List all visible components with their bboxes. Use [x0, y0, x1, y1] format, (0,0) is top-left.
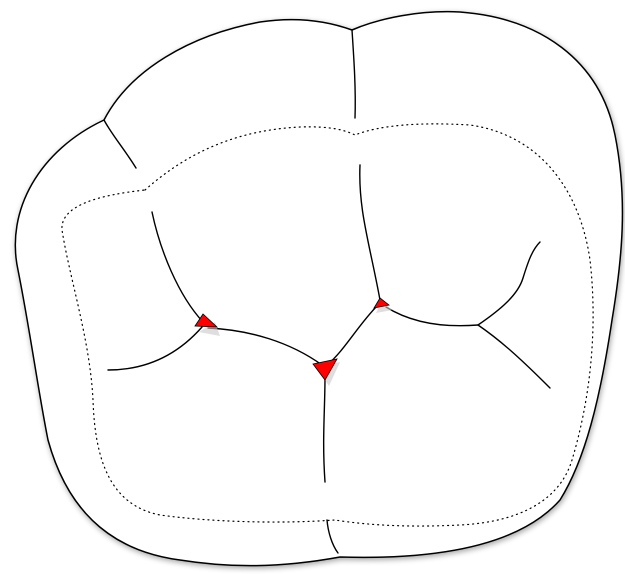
- crown-outline: [15, 12, 622, 566]
